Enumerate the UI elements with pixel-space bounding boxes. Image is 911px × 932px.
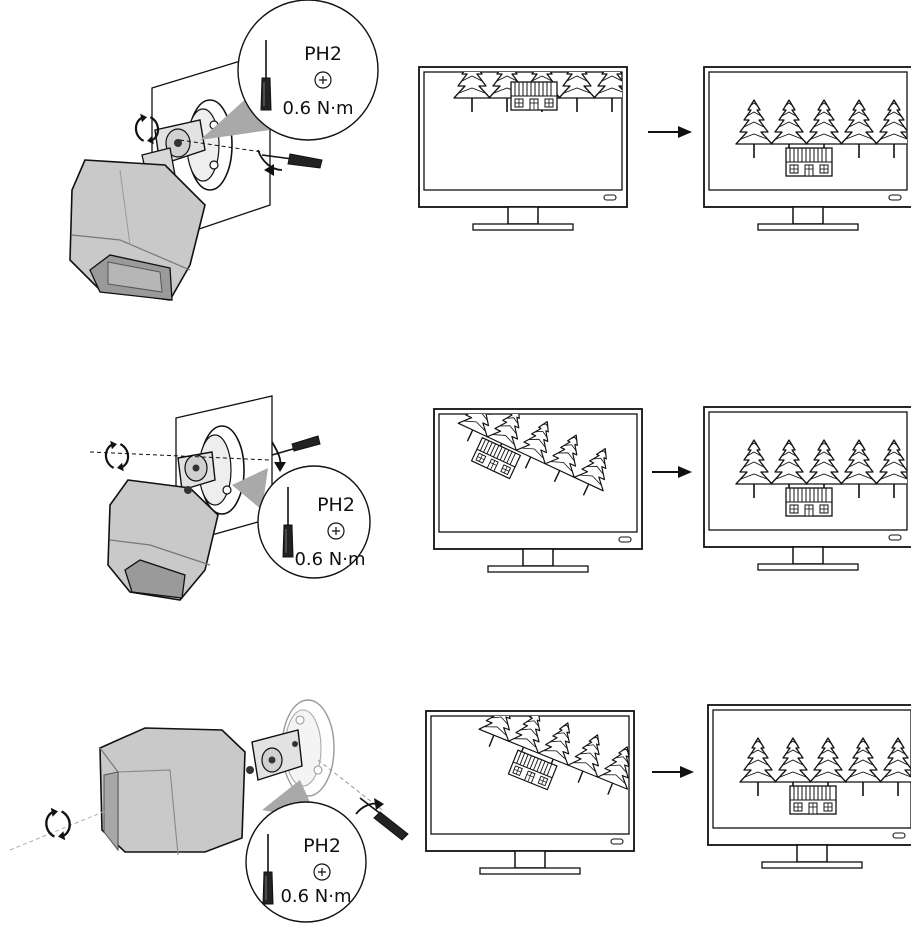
camera-body (99, 727, 254, 856)
right-arrow-icon (652, 766, 694, 778)
camera-body (107, 479, 219, 601)
house-icon (510, 81, 558, 111)
bit-type-label: PH2 (303, 835, 341, 857)
spec-callout: PH2 0.6 N·m (232, 465, 371, 579)
camera-arm (251, 729, 303, 781)
monitor-before (425, 710, 635, 875)
right-arrow-icon (652, 466, 692, 478)
rotation-arrow-icon (104, 439, 130, 473)
torque-label: 0.6 N·m (282, 98, 353, 119)
step-2: PH2 0.6 N·m (89, 395, 911, 601)
step-1: PH2 0.6 N·m (69, 0, 911, 301)
axis-line (89, 451, 271, 461)
bit-type-label: PH2 (317, 494, 355, 516)
monitor-before (433, 408, 643, 573)
right-arrow-icon (648, 126, 692, 138)
side-screwdriver-icon (271, 435, 321, 472)
camera-arm (177, 451, 216, 491)
spec-callout: PH2 0.6 N·m (200, 0, 379, 141)
rotation-arrow-icon (44, 806, 72, 842)
side-screwdriver-icon (257, 149, 323, 176)
torque-label: 0.6 N·m (294, 549, 365, 570)
monitor-after (703, 406, 911, 571)
axis-line (9, 804, 121, 851)
monitor-before (418, 66, 628, 231)
side-screwdriver-icon (355, 797, 409, 841)
monitor-after (707, 704, 911, 869)
bit-type-label: PH2 (304, 43, 342, 65)
torque-label: 0.6 N·m (280, 886, 351, 907)
step-3: PH2 0.6 N·m (9, 699, 911, 923)
spec-callout: PH2 0.6 N·m (245, 780, 367, 923)
camera-body (69, 159, 206, 301)
monitor-after (703, 66, 911, 231)
